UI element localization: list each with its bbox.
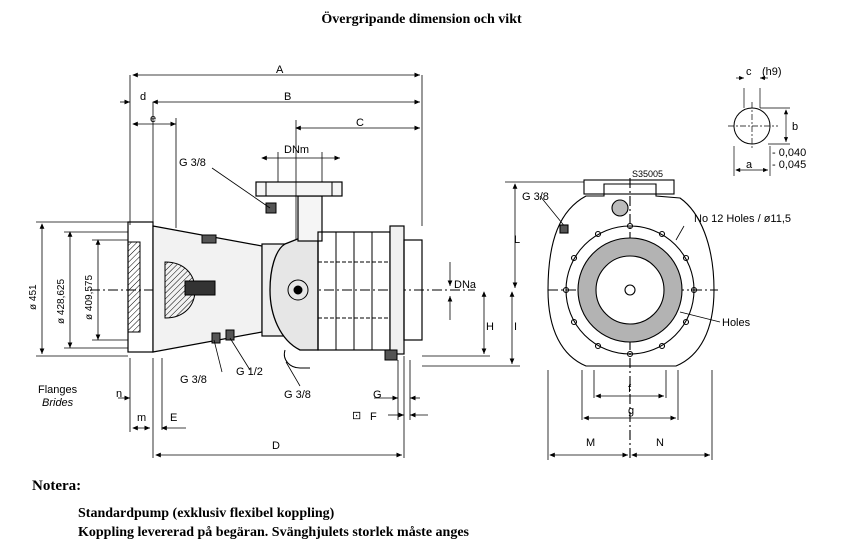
label-g12: G 1/2 [236, 366, 263, 378]
dim-B: B [284, 91, 291, 103]
impeller-hub [287, 279, 309, 301]
page-title: Övergripande dimension och vikt [321, 12, 522, 27]
note-line-2: Koppling levererad på begäran. Svänghjul… [78, 525, 469, 540]
label-g38-bottom-left: G 3/8 [180, 374, 207, 386]
note-line-1: Standardpump (exklusiv flexibel koppling… [78, 506, 335, 521]
label-g38-bottom: G 3/8 [284, 389, 311, 401]
tolerance-2: - 0,045 [772, 159, 806, 171]
dim-d: d [140, 91, 146, 103]
label-holes: Holes [722, 317, 751, 329]
label-dnm: DNm [284, 144, 309, 156]
dim-L: L [514, 234, 520, 246]
dim-N: N [656, 437, 664, 449]
bolt-circle [565, 225, 695, 355]
suction-flange [389, 225, 405, 355]
flatness-symbol: ⊡ [352, 410, 361, 422]
flange-hatch [127, 241, 141, 333]
discharge-flange [255, 181, 343, 197]
label-g38-right: G 3/8 [522, 191, 549, 203]
label-h9: (h9) [762, 66, 782, 78]
top-plug [611, 199, 629, 217]
dim-b: b [792, 121, 798, 133]
dim-F: F [370, 411, 377, 423]
dim-c: c [746, 66, 752, 78]
notes-heading: Notera: [32, 478, 82, 494]
dim-M: M [586, 437, 595, 449]
dim-phi451: ø 451 [28, 284, 39, 310]
label-flanges: Flanges [38, 384, 78, 396]
label-holes12: No 12 Holes / ø11,5 [694, 213, 791, 225]
drawing-labels: A B C d e DNm G 3/8 DNa ø 451 ø 428,625 … [28, 64, 806, 452]
volute-casing [269, 237, 319, 351]
side-dimensions [36, 72, 567, 458]
dim-I: I [514, 321, 517, 333]
nameplate [184, 280, 216, 296]
drawing-code: S35005 [632, 169, 663, 179]
dim-g: g [628, 405, 634, 417]
dim-H: H [486, 321, 494, 333]
tolerance-1: - 0,040 [772, 147, 806, 159]
dim-E: E [170, 412, 177, 424]
front-view [547, 178, 718, 460]
dim-e: e [150, 113, 156, 125]
suction-nozzle [403, 239, 423, 341]
label-dna: DNa [454, 279, 477, 291]
small-plug-top [201, 234, 217, 244]
bolt-holes [562, 222, 698, 358]
front-dimensions [505, 181, 721, 460]
dim-m: m [137, 412, 146, 424]
stage-bands [318, 232, 390, 350]
vent-plug [265, 202, 277, 214]
dim-phi409: ø 409,575 [84, 275, 95, 320]
dim-A: A [276, 64, 284, 76]
dim-a: a [746, 159, 753, 171]
label-brides: Brides [42, 397, 74, 409]
dim-C: C [356, 117, 364, 129]
dim-f: f [628, 383, 632, 395]
shaft-center [293, 285, 303, 295]
dim-phi428: ø 428,625 [56, 279, 67, 324]
dim-D: D [272, 440, 280, 452]
dim-G: G [373, 389, 382, 401]
shaft-detail [728, 75, 790, 176]
front-casing [547, 183, 715, 367]
dim-n: n [116, 388, 122, 400]
top-flange [583, 179, 675, 195]
side-view [90, 181, 475, 369]
label-g38-top: G 3/8 [179, 157, 206, 169]
